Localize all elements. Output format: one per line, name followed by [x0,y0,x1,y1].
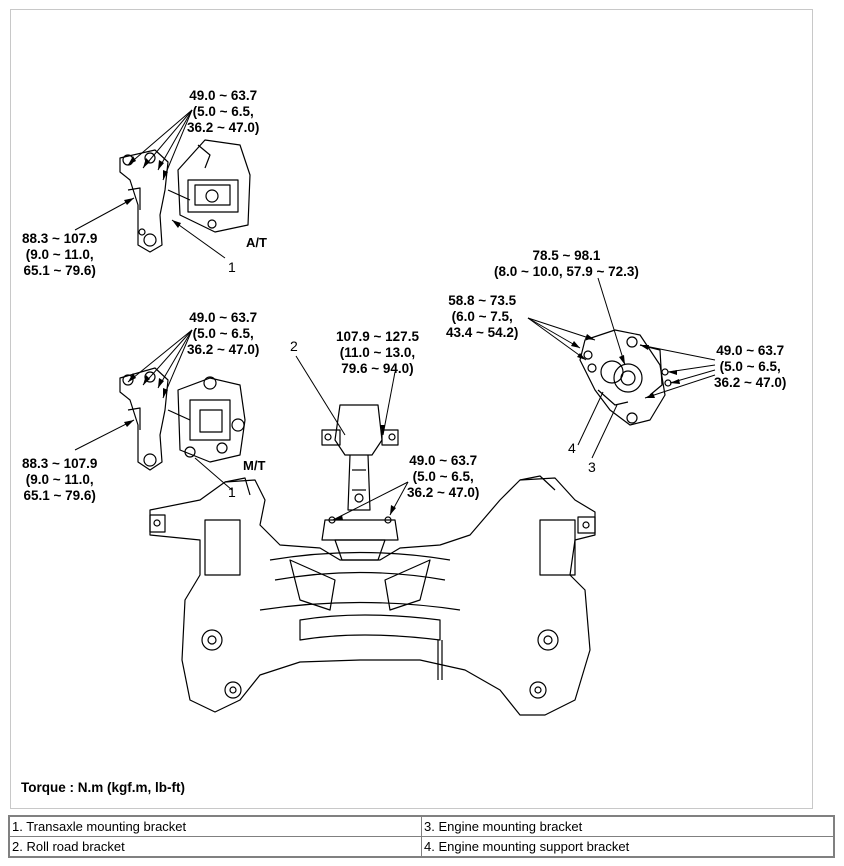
torque-label-engine-right: 49.0 ~ 63.7(5.0 ~ 6.5,36.2 ~ 47.0) [714,343,787,390]
torque-unit-note: Torque : N.m (kgf.m, lb-ft) [21,780,185,795]
mt-leaders [74,329,233,491]
figure-frame [10,9,813,809]
roll-rod-arrowheads [333,425,396,520]
torque-label-mt-lower: 88.3 ~ 107.9(9.0 ~ 11.0,65.1 ~ 79.6) [22,456,98,503]
roll-rod-bracket [321,404,399,561]
mt-arrowheads [124,373,168,427]
at-tag: A/T [246,235,267,250]
engine-arrowheads [571,334,680,398]
at-arrowheads [124,156,181,228]
at-transaxle-bracket [119,139,251,253]
engine-leaders [527,277,716,459]
subframe [149,475,596,716]
legend-item-3: 3. Engine mounting bracket [421,815,835,837]
legend-row: 1. Transaxle mounting bracket 3. Engine … [8,815,835,837]
legend-item-2: 2. Roll road bracket [8,836,422,858]
torque-label-at-upper: 49.0 ~ 63.7(5.0 ~ 6.5,36.2 ~ 47.0) [187,88,260,135]
callout-3: 3 [588,459,596,475]
callout-4: 4 [568,440,576,456]
torque-label-at-lower: 88.3 ~ 107.9(9.0 ~ 11.0,65.1 ~ 79.6) [22,231,98,278]
mt-tag: M/T [243,458,266,473]
callout-1-mt: 1 [228,484,236,500]
mt-transaxle-bracket [119,367,246,471]
at-leaders [74,109,226,259]
legend-row: 2. Roll road bracket 4. Engine mounting … [8,836,835,858]
torque-label-engine-top: 78.5 ~ 98.1(8.0 ~ 10.0, 57.9 ~ 72.3) [494,248,639,279]
torque-label-mt-upper: 49.0 ~ 63.7(5.0 ~ 6.5,36.2 ~ 47.0) [187,310,260,357]
legend-table: 1. Transaxle mounting bracket 3. Engine … [8,815,835,858]
torque-label-roll-rod-lower: 49.0 ~ 63.7(5.0 ~ 6.5,36.2 ~ 47.0) [407,453,480,500]
legend-item-4: 4. Engine mounting support bracket [421,836,835,858]
callout-2: 2 [290,338,298,354]
legend-item-1: 1. Transaxle mounting bracket [8,815,422,837]
torque-label-engine-left: 58.8 ~ 73.5(6.0 ~ 7.5,43.4 ~ 54.2) [446,293,519,340]
roll-rod-leaders [295,355,409,521]
callout-1-at: 1 [228,259,236,275]
torque-label-roll-rod: 107.9 ~ 127.5(11.0 ~ 13.0,79.6 ~ 94.0) [336,329,419,376]
